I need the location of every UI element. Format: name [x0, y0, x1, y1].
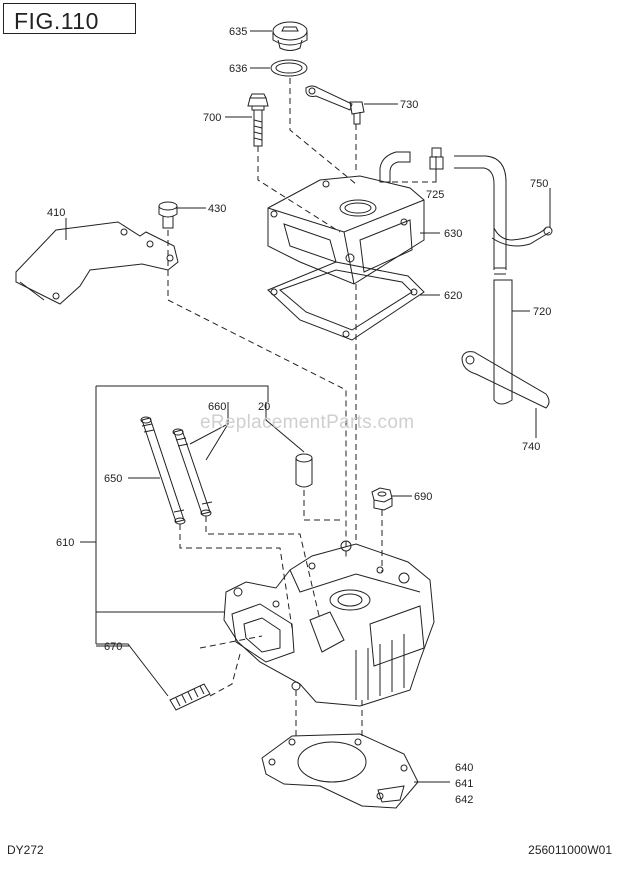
stud-bolt	[169, 683, 211, 711]
rocker-gasket	[267, 261, 425, 341]
label-642: 642	[455, 794, 473, 806]
label-430: 430	[208, 203, 226, 215]
bracket-410	[15, 221, 179, 305]
figure-title: FIG.110	[14, 8, 99, 34]
label-641: 641	[455, 778, 473, 790]
watermark: eReplacementParts.com	[200, 412, 415, 433]
label-730: 730	[400, 99, 418, 111]
label-410: 410	[47, 207, 65, 219]
label-20: 20	[258, 401, 270, 413]
cylinder-head	[223, 540, 435, 707]
model-code: DY272	[7, 843, 44, 857]
leader-lines	[65, 30, 551, 783]
label-640: 640	[455, 762, 473, 774]
nut-690	[371, 487, 393, 511]
oil-filler-cap	[272, 21, 308, 51]
dowel-pin	[295, 453, 313, 488]
label-720: 720	[533, 306, 551, 318]
label-670: 670	[104, 641, 122, 653]
label-620: 620	[444, 290, 462, 302]
push-rod-660	[172, 428, 213, 517]
hose-strap	[461, 351, 550, 409]
part-labels: 635 636 700 730 725 750 410 430 630 620 …	[47, 26, 551, 806]
label-750: 750	[530, 178, 548, 190]
label-700: 700	[203, 112, 221, 124]
breather-hose	[454, 155, 553, 405]
cap-gasket	[270, 59, 308, 77]
rocker-cover	[267, 175, 425, 285]
bolt-430	[158, 201, 178, 229]
breather-elbow	[379, 151, 411, 183]
label-725: 725	[426, 189, 444, 201]
label-636: 636	[229, 63, 247, 75]
head-gasket	[261, 733, 419, 809]
label-690: 690	[414, 491, 432, 503]
push-rod-650	[140, 416, 186, 525]
label-660: 660	[208, 401, 226, 413]
document-number: 256011000W01	[528, 843, 612, 857]
bolt-700	[247, 93, 269, 147]
label-610: 610	[56, 537, 74, 549]
breather-bracket	[305, 85, 365, 125]
label-635: 635	[229, 26, 247, 38]
label-650: 650	[104, 473, 122, 485]
label-630: 630	[444, 228, 462, 240]
label-740: 740	[522, 441, 540, 453]
figure-title-box: FIG.110	[3, 3, 136, 34]
